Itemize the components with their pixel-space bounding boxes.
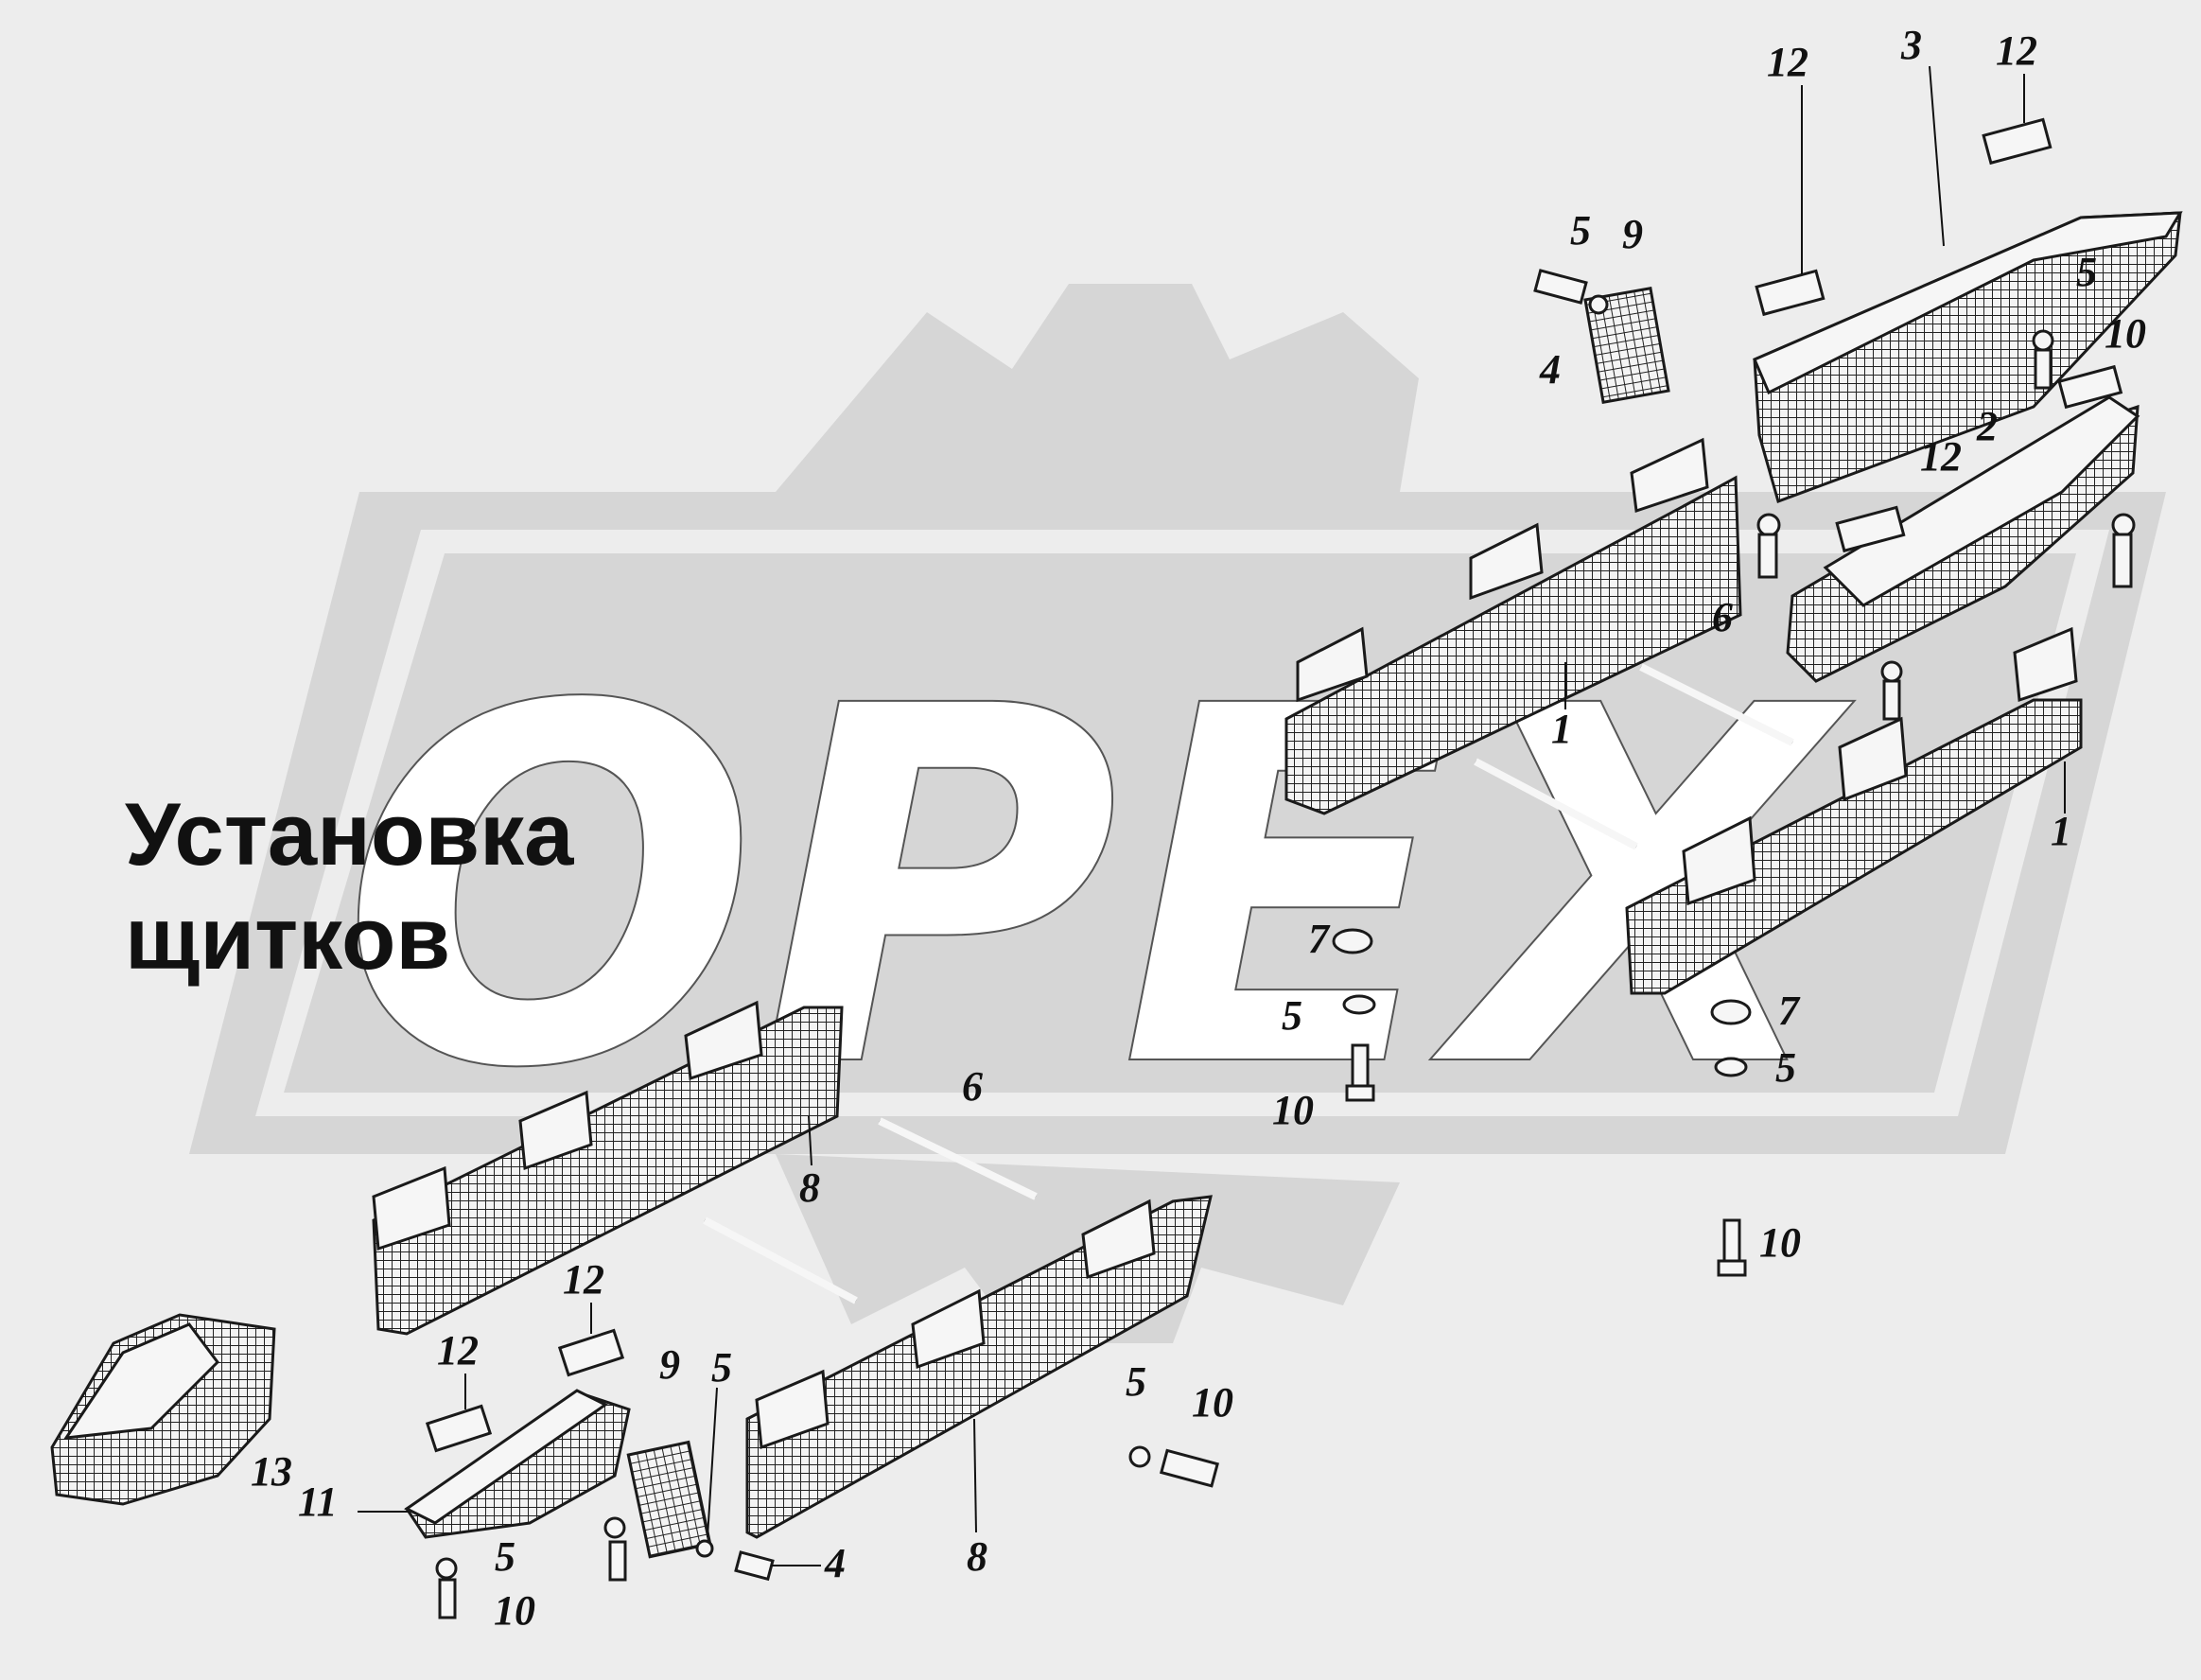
part-1-shield-upper: [1284, 437, 1742, 815]
page-title-line-1: Установка: [125, 784, 574, 884]
callout-5: 5: [1775, 1044, 1796, 1091]
part-11-bracket: [404, 1389, 631, 1539]
part-12-clip: [557, 1328, 625, 1377]
callout-6: 6: [1712, 594, 1733, 640]
part-6-rod-upper: [1639, 663, 1794, 746]
part-1-shield-lower: [1625, 626, 2083, 995]
part-2-bracket: [1786, 395, 2140, 683]
callout-7: 7: [1308, 916, 1331, 962]
callout-12: 12: [437, 1327, 479, 1374]
part-12-clip: [1835, 505, 1906, 553]
callout-8: 8: [967, 1533, 987, 1580]
callout-1: 1: [2051, 808, 2071, 854]
callout-12: 12: [563, 1256, 604, 1303]
fasteners-lower: [435, 1445, 1219, 1619]
callout-4: 4: [824, 1540, 846, 1586]
part-13-cover: [50, 1313, 276, 1506]
callout-5: 5: [1126, 1358, 1146, 1405]
callout-1: 1: [1551, 706, 1572, 752]
callout-10: 10: [1759, 1219, 1801, 1266]
part-6-rod-lower-left-2: [703, 1216, 858, 1304]
part-10-bolt: [2057, 364, 2123, 410]
callout-10: 10: [1192, 1379, 1233, 1426]
callout-12: 12: [1996, 27, 2037, 74]
callout-2: 2: [1976, 403, 1998, 449]
part-6-rod-lower: [1474, 758, 1638, 850]
part-6-rod-lower-left: [878, 1117, 1038, 1200]
callout-5: 5: [1570, 207, 1591, 254]
callout-11: 11: [298, 1479, 338, 1525]
part-9-pad-lower: [626, 1440, 712, 1559]
part-8-shield-lower: [745, 1195, 1213, 1539]
callout-6: 6: [962, 1063, 983, 1110]
callout-13: 13: [251, 1448, 292, 1495]
callout-12: 12: [1920, 433, 1962, 480]
callout-5: 5: [2076, 249, 2097, 295]
callout-10: 10: [494, 1587, 535, 1634]
callout-3: 3: [1900, 22, 1922, 68]
callout-5: 5: [711, 1344, 732, 1391]
fasteners-upper: [1332, 269, 2136, 1277]
page-title-line-2: щитков: [125, 888, 451, 988]
watermark-text: OPEX: [341, 603, 1855, 1176]
callout-7: 7: [1778, 988, 1801, 1034]
callout-5: 5: [1282, 992, 1302, 1039]
part-9-pad-upper: [1583, 287, 1670, 404]
callout-10: 10: [2105, 310, 2146, 357]
callout-10: 10: [1272, 1087, 1314, 1133]
callout-4: 4: [1539, 346, 1561, 393]
part-3-cover-plate: [1753, 211, 2183, 503]
part-12-clip: [425, 1404, 493, 1453]
part-12-clip: [1982, 117, 2053, 166]
part-12-clip: [1755, 269, 1825, 317]
callouts: 12 3 12 5 9 4 5 10 2 12 6 1 1 7 5 7 5 10…: [251, 22, 2146, 1634]
callout-12: 12: [1767, 39, 1808, 85]
callout-8: 8: [799, 1164, 820, 1211]
callout-9: 9: [659, 1341, 680, 1388]
callout-9: 9: [1622, 211, 1643, 257]
callout-5: 5: [495, 1533, 515, 1580]
part-8-shield-upper: [372, 1000, 844, 1336]
